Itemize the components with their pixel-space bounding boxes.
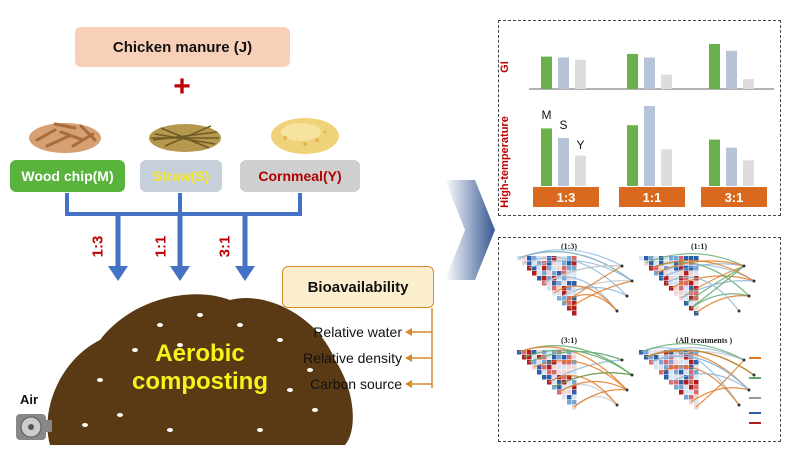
- correlation-legend: [749, 357, 761, 424]
- heatmap-1: [517, 249, 634, 316]
- ht-bar-1:3-Y: [575, 155, 586, 186]
- correlation-heatmaps: [517, 249, 761, 424]
- ht-bar-1:3-S: [558, 138, 569, 186]
- heatmap-4: [639, 343, 756, 410]
- wood-chip-image: [29, 122, 101, 153]
- series-letter-Y: Y: [576, 138, 584, 152]
- pile-text-line-2: composting: [132, 368, 268, 395]
- fan-icon: [16, 414, 52, 440]
- factor-relative-water: Relative water: [313, 324, 402, 340]
- ht-bar-3:1-M: [709, 139, 720, 186]
- bioavailability-box: Bioavailability: [282, 266, 434, 308]
- ht-bar-3:1-S: [726, 147, 737, 186]
- group-bar-1:3: [533, 187, 599, 207]
- ht-bar-1:3-M: [541, 128, 552, 186]
- wood-chip-label: Wood chip(M): [10, 160, 125, 192]
- heatmap-2: [639, 253, 756, 316]
- bar-chart-svg: MSY 1:3 1:1 3:1: [529, 44, 774, 207]
- ratio-label-1-1: 1:1: [152, 235, 170, 258]
- subplot-title-4: (All treatments ): [675, 336, 733, 345]
- pile-text: Aerobic composting: [120, 340, 280, 396]
- gi-bar-3:1-Y: [743, 79, 754, 89]
- series-letter-M: M: [542, 108, 552, 122]
- gi-bar-3:1-S: [726, 50, 737, 89]
- factor-relative-density: Relative density: [303, 350, 402, 366]
- subplot-title-3: (3:1): [561, 336, 577, 345]
- group-bar-1:1: [619, 187, 685, 207]
- group-bar-3:1: [701, 187, 767, 207]
- heatmap-3: [517, 345, 634, 410]
- air-label: Air: [20, 392, 39, 407]
- gi-bar-1:3-Y: [575, 59, 586, 89]
- gi-bar-1:1-S: [644, 57, 655, 89]
- compost-pile: [47, 294, 353, 445]
- ht-bar-1:1-S: [644, 106, 655, 186]
- ratio-label-3-1: 3:1: [216, 235, 234, 258]
- ratio-label-1-3: 1:3: [89, 235, 107, 258]
- subplot-title-2: (1:1): [691, 242, 707, 251]
- cornmeal-label: Cornmeal(Y): [240, 160, 360, 192]
- plus-sign: +: [173, 70, 191, 103]
- gi-bar-1:1-Y: [661, 74, 672, 89]
- ht-bar-1:1-Y: [661, 149, 672, 186]
- ht-bar-1:1-M: [627, 125, 638, 186]
- straw-image: [149, 124, 221, 152]
- straw-label: Straw(S): [140, 160, 222, 192]
- correlation-panel: (1:3) (1:1) (3:1) (All treatments ): [498, 237, 781, 442]
- group-label-1:1: 1:1: [643, 190, 662, 205]
- gi-bar-1:1-M: [627, 53, 638, 89]
- group-label-3:1: 3:1: [725, 190, 744, 205]
- gi-bar-3:1-M: [709, 44, 720, 89]
- chicken-manure-box: Chicken manure (J): [75, 27, 290, 67]
- factor-carbon-source: Carbon source: [310, 376, 402, 392]
- gi-bar-1:3-M: [541, 56, 552, 89]
- series-letter-S: S: [559, 118, 567, 132]
- group-label-1:3: 1:3: [557, 190, 576, 205]
- cornmeal-image: [271, 118, 339, 154]
- gi-bar-1:3-S: [558, 57, 569, 89]
- subplot-title-1: (1:3): [561, 242, 577, 251]
- ht-bar-3:1-Y: [743, 160, 754, 186]
- pile-text-line-1: Aerobic: [155, 340, 245, 367]
